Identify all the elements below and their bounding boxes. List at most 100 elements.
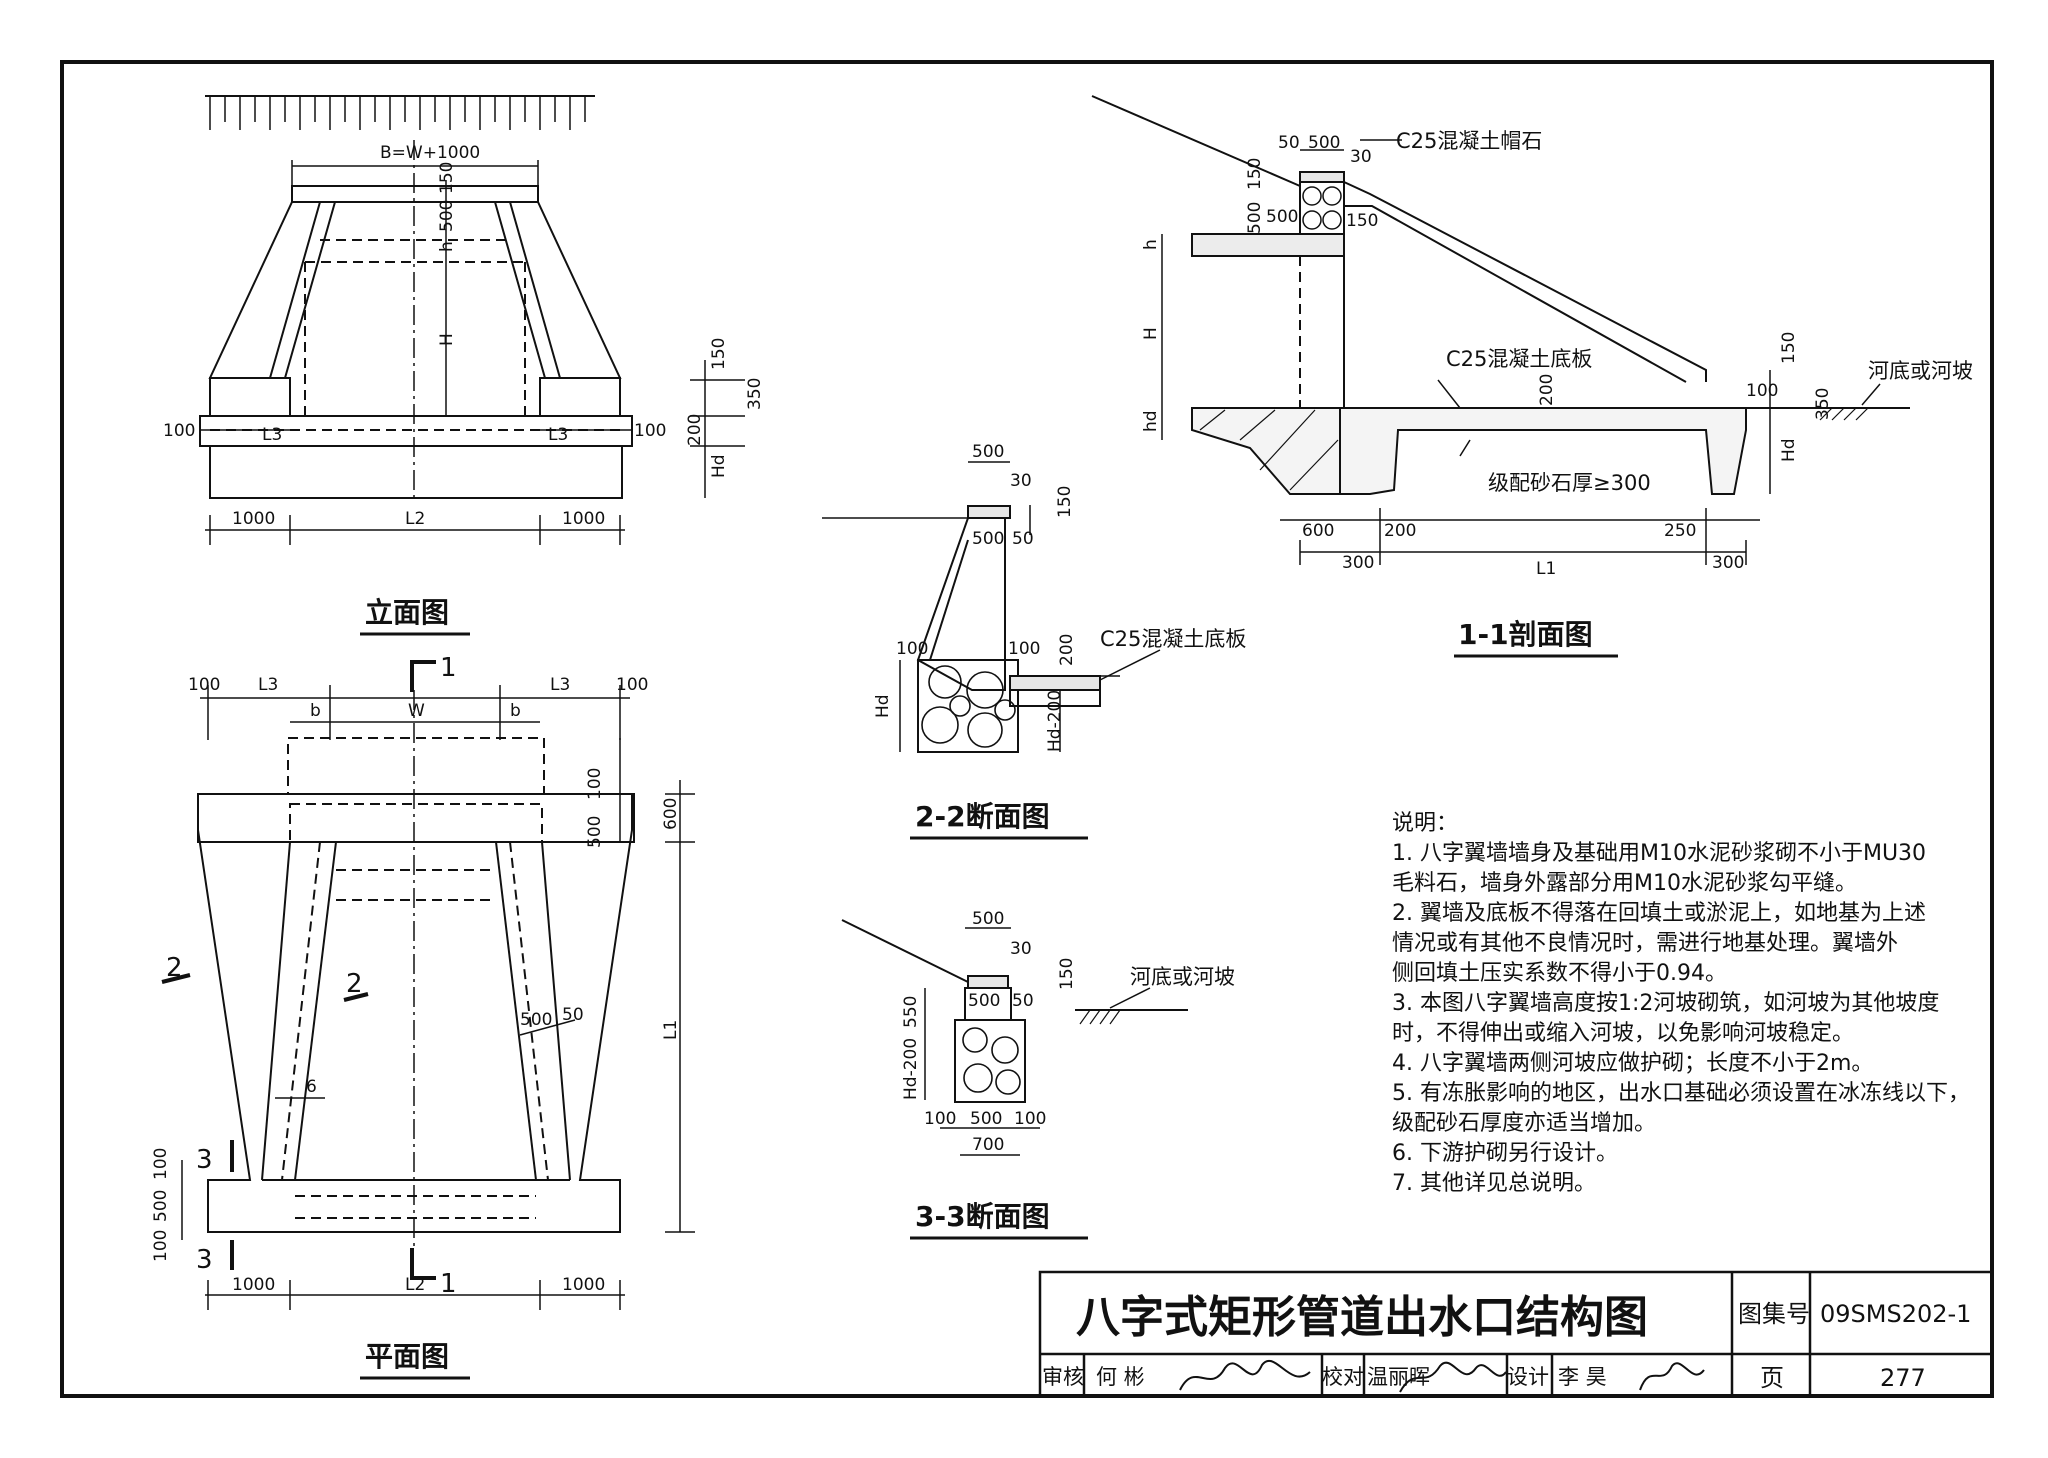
title-block: 八字式矩形管道出水口结构图 图集号 09SMS202-1 页 277 审核 何 … xyxy=(1038,1270,1994,1398)
s22-slab-label: C25混凝土底板 xyxy=(1100,627,1246,651)
s11-dim-h: h xyxy=(1141,239,1161,250)
s11-dim-hd: hd xyxy=(1141,410,1161,432)
note-line: 级配砂石厚度亦适当增加。 xyxy=(1392,1111,1656,1136)
s33-title-text: 3-3断面图 xyxy=(915,1200,1050,1233)
section-mark-2-left: 2 xyxy=(166,953,183,983)
notes-heading: 说明： xyxy=(1392,811,1458,836)
s11-dim-L1: L1 xyxy=(1536,559,1556,579)
section-mark-3-bottom: 3 xyxy=(196,1245,213,1275)
plan-dim-r600: 600 xyxy=(661,798,681,830)
plan-dim-w500: 500 xyxy=(520,1010,552,1030)
plan-dim-b1: b xyxy=(310,701,321,721)
s33-dim-30: 30 xyxy=(1010,939,1032,959)
dim-r350: 350 xyxy=(745,378,765,410)
s22-dim-Hd200: Hd-200 xyxy=(1045,690,1065,752)
plan-dim-L3b: L3 xyxy=(550,675,570,695)
elevation-title-text: 立面图 xyxy=(365,596,449,629)
section-mark-1-top: 1 xyxy=(440,653,457,683)
atlas-number: 09SMS202-1 xyxy=(1820,1300,1971,1328)
plan-dim-slope6: 6 xyxy=(306,1077,317,1097)
note-line: 情况或有其他不良情况时，需进行地基处理。翼墙外 xyxy=(1392,931,1898,956)
review-label: 审核 xyxy=(1042,1365,1084,1389)
elevation-title: 立面图 xyxy=(360,596,470,636)
dim-Hd: Hd xyxy=(709,454,729,478)
section-2-2 xyxy=(822,461,1161,753)
note-line: 1. 八字翼墙墙身及基础用M10水泥砂浆砌不小于MU30 xyxy=(1392,841,1926,866)
s11-slab-label: C25混凝土底板 xyxy=(1446,347,1592,371)
plan-dims: 100 L3 L3 100 b b W 100 500 600 L1 500 5… xyxy=(151,675,681,1295)
section-2-2-dims: 500 30 150 500 50 100 100 200 Hd Hd-200 xyxy=(873,442,1077,752)
dim-right-100: 100 xyxy=(634,421,666,441)
section-3-3-title: 3-3断面图 xyxy=(910,1200,1088,1240)
s11-cap-label: C25混凝土帽石 xyxy=(1396,129,1542,153)
note-line: 4. 八字翼墙两侧河坡应做护砌；长度不小于2m。 xyxy=(1392,1051,1873,1076)
atlas-label: 图集号 xyxy=(1738,1300,1810,1328)
s33-dim-550: 550 xyxy=(901,996,921,1028)
s11-dim-Hd: Hd xyxy=(1779,438,1799,462)
sheet-border xyxy=(60,60,1994,1398)
s22-dim-100b: 100 xyxy=(1008,639,1040,659)
dim-L2: L2 xyxy=(405,509,425,529)
dim-500: 500 xyxy=(437,200,457,232)
s33-dim-b100b: 100 xyxy=(1014,1109,1046,1129)
plan-dim-l500: 500 xyxy=(151,1190,171,1222)
dim-bot-1000b: 1000 xyxy=(562,509,605,529)
s33-dim-500a: 500 xyxy=(972,909,1004,929)
section-mark-1-bottom: 1 xyxy=(440,1269,457,1299)
plan-dim-bot1000a: 1000 xyxy=(232,1275,275,1295)
s33-dim-50: 50 xyxy=(1012,991,1034,1011)
s22-title-text: 2-2断面图 xyxy=(915,800,1050,833)
note-line: 侧回填土压实系数不得小于0.94。 xyxy=(1392,961,1727,986)
section-2-2-title: 2-2断面图 xyxy=(910,800,1088,840)
note-line: 毛料石，墙身外露部分用M10水泥砂浆勾平缝。 xyxy=(1392,871,1857,896)
plan-dim-l100a: 100 xyxy=(151,1230,171,1262)
s11-dim-150b: 150 xyxy=(1346,211,1378,231)
s11-dim-b600: 600 xyxy=(1302,521,1334,541)
reviewer-name: 何 彬 xyxy=(1096,1365,1145,1389)
page-number: 277 xyxy=(1880,1364,1926,1392)
plan-dim-r500: 500 xyxy=(585,816,605,848)
s22-dim-500a: 500 xyxy=(972,442,1004,462)
s22-dim-150: 150 xyxy=(1055,486,1075,518)
s11-dim-b300a: 300 xyxy=(1342,553,1374,573)
elevation-dims: B=W+1000 150 500 h H 100 L3 L3 100 150 3… xyxy=(163,143,765,529)
s22-dim-50: 50 xyxy=(1012,529,1034,549)
section-mark-2-mid: 2 xyxy=(346,969,363,999)
s11-dim-30: 30 xyxy=(1350,147,1372,167)
s22-dim-200: 200 xyxy=(1057,634,1077,666)
plan-dim-bot1000b: 1000 xyxy=(562,1275,605,1295)
s11-dim-150a: 150 xyxy=(1245,158,1265,190)
s11-dim-50: 50 xyxy=(1278,133,1300,153)
section-1-1-dims: 50 500 30 150 500 500 150 h H hd 200 150… xyxy=(1141,133,1833,579)
s11-dim-150c: 150 xyxy=(1779,332,1799,364)
plan-dim-t100a: 100 xyxy=(188,675,220,695)
elevation-view xyxy=(199,95,745,545)
note-line: 7. 其他详见总说明。 xyxy=(1392,1171,1596,1196)
s11-river-label: 河底或河坡 xyxy=(1868,359,1973,383)
dim-left-100: 100 xyxy=(163,421,195,441)
page-label: 页 xyxy=(1760,1364,1784,1392)
s11-dim-500: 500 xyxy=(1308,133,1340,153)
note-line: 时，不得伸出或缩入河坡，以免影响河坡稳定。 xyxy=(1392,1021,1854,1046)
note-line: 6. 下游护砌另行设计。 xyxy=(1392,1141,1618,1166)
check-label: 校对 xyxy=(1322,1365,1364,1389)
plan-dim-L2: L2 xyxy=(405,1275,425,1295)
drawing-title: 八字式矩形管道出水口结构图 xyxy=(1076,1292,1648,1343)
s11-dim-100: 100 xyxy=(1746,381,1778,401)
dim-b-total: B=W+1000 xyxy=(380,143,480,163)
dim-L3-right: L3 xyxy=(548,425,568,445)
section-3-3-dims: 500 30 150 500 50 550 Hd-200 100 500 100… xyxy=(901,909,1077,1155)
dim-150: 150 xyxy=(437,162,457,194)
s33-dim-b700: 700 xyxy=(972,1135,1004,1155)
s33-dim-150: 150 xyxy=(1057,958,1077,990)
plan-dim-r100: 100 xyxy=(585,768,605,800)
s11-gravel-label: 级配砂石厚≥300 xyxy=(1488,471,1651,495)
designer-name: 李 昊 xyxy=(1558,1365,1607,1389)
s11-title-text: 1-1剖面图 xyxy=(1458,618,1593,651)
plan-dim-t100b: 100 xyxy=(616,675,648,695)
plan-title: 平面图 xyxy=(360,1340,470,1380)
dim-r150: 150 xyxy=(709,338,729,370)
section-1-1-labels: C25混凝土帽石 C25混凝土底板 级配砂石厚≥300 河底或河坡 xyxy=(1396,129,1973,495)
plan-dim-L3a: L3 xyxy=(258,675,278,695)
s11-dim-500v: 500 xyxy=(1245,202,1265,234)
